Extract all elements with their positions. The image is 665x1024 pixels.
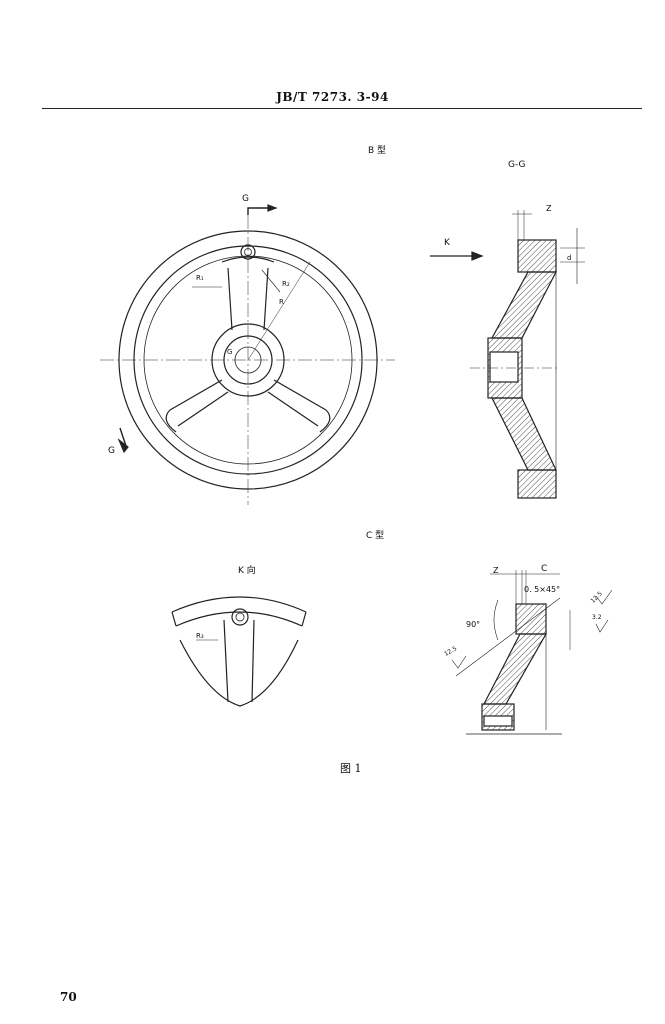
roughness-2-label: 3.2 xyxy=(592,614,602,621)
section-mark-bottom: G xyxy=(108,446,115,456)
view-k-label: K 向 xyxy=(238,566,256,576)
chamfer-label: 0. 5×45° xyxy=(524,585,561,594)
page-number: 70 xyxy=(60,990,77,1004)
type-c-label: C 型 xyxy=(366,531,385,541)
section-gg-view xyxy=(430,210,585,499)
dim-d-label: d xyxy=(567,254,572,262)
figure-caption: 图 1 xyxy=(340,762,362,775)
handwheel-front-view xyxy=(100,204,395,505)
view-k-drawing xyxy=(171,596,307,707)
radius-r3-label: R₃ xyxy=(196,632,204,640)
type-b-label: B 型 xyxy=(368,146,387,156)
dim-c-label: C xyxy=(541,564,548,574)
radius-r2-label: R₂ xyxy=(282,280,290,288)
section-c-view xyxy=(451,570,613,735)
view-arrow-k-label: K xyxy=(444,238,450,248)
section-gg-label: G-G xyxy=(508,160,526,170)
header-rule xyxy=(42,108,642,109)
dim-z-top-label: Z xyxy=(546,204,552,213)
dim-z-bottom-label: Z xyxy=(493,566,499,575)
hub-g-label: G xyxy=(227,348,233,356)
angle-label: 90° xyxy=(466,620,481,629)
standard-header: JB/T 7273. 3-94 xyxy=(276,90,389,104)
section-mark-top: G xyxy=(242,194,249,204)
radius-r1-label: R₁ xyxy=(196,274,204,282)
radius-r-label: R xyxy=(279,298,284,306)
